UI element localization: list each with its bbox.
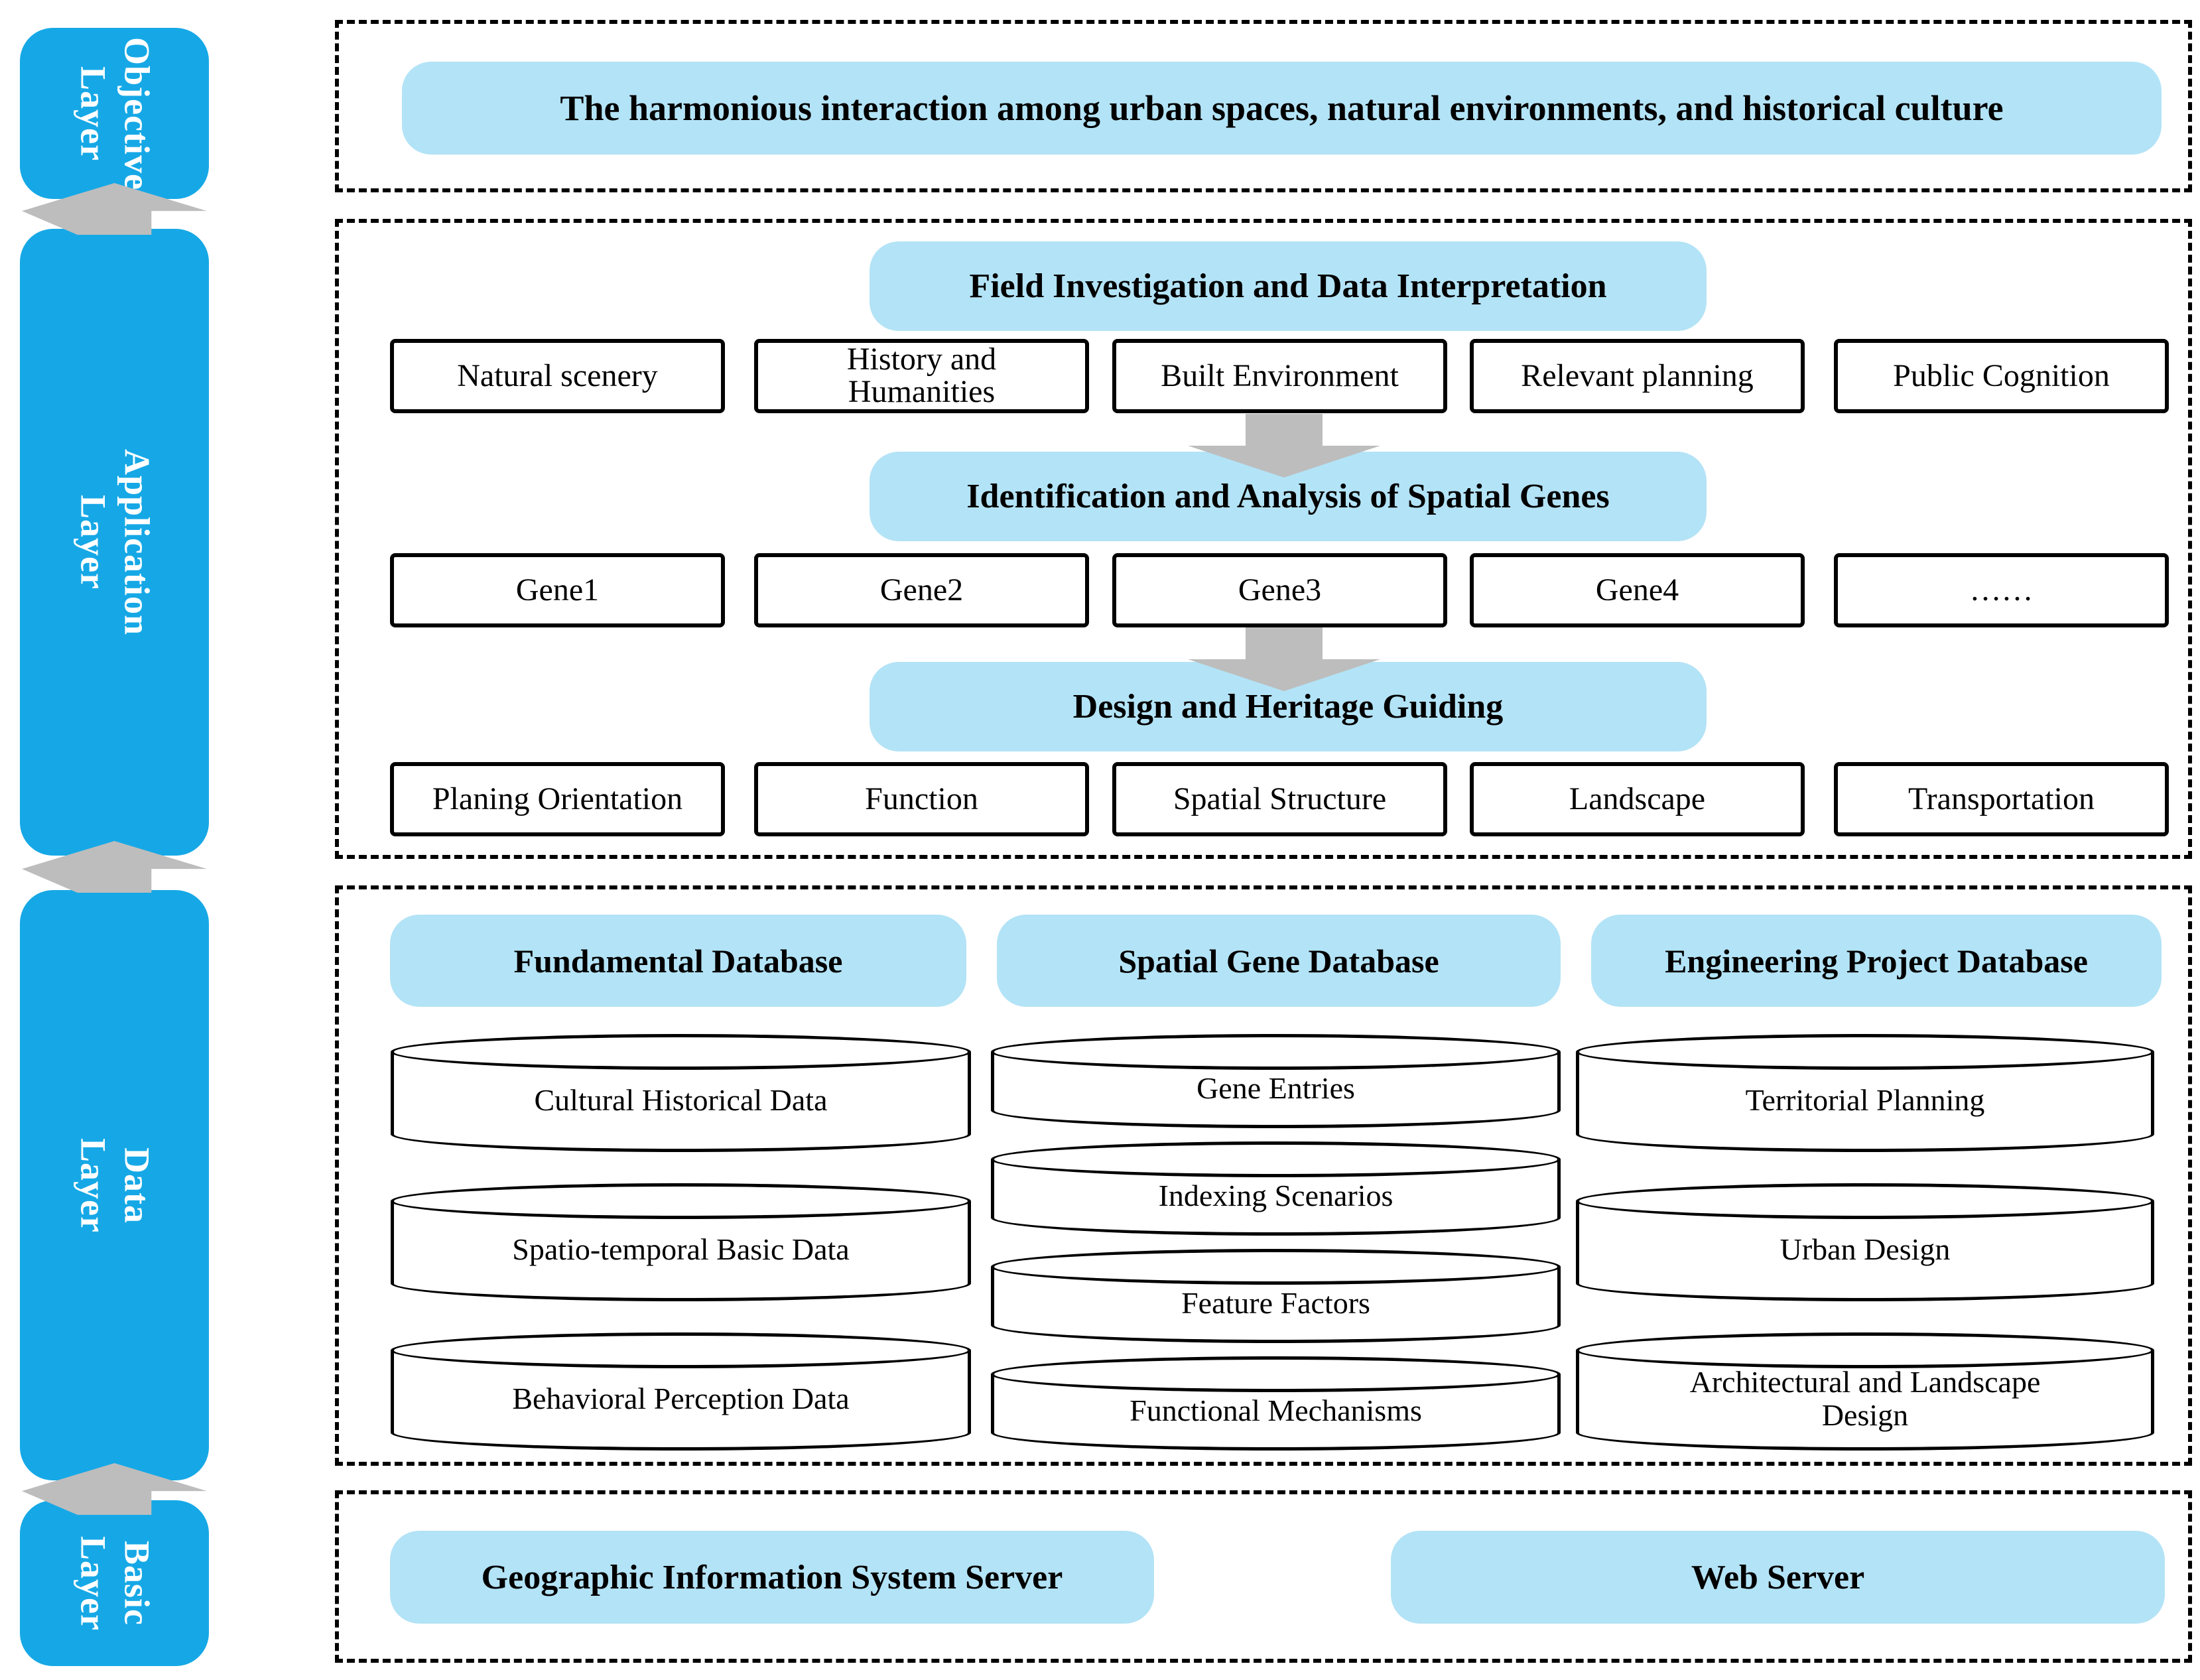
- item-spatial-structure: Spatial Structure: [1112, 762, 1447, 836]
- cylinder-feature-factors: Feature Factors: [991, 1249, 1561, 1343]
- item-natural-scenery: Natural scenery: [390, 339, 725, 413]
- cylinder-urban-design: Urban Design: [1576, 1183, 2154, 1301]
- objective-layer-box: The harmonious interaction among urban s…: [335, 20, 2192, 192]
- sidebar-layer-basic: Basic Layer: [20, 1500, 209, 1666]
- item-transportation: Transportation: [1834, 762, 2169, 836]
- sidebar-layer-application: Application Layer: [20, 229, 209, 856]
- item-gene3: Gene3: [1112, 553, 1447, 627]
- cylinder-spatio-temporal-basic-data: Spatio-temporal Basic Data: [391, 1183, 971, 1301]
- data-layer-label: Data Layer: [73, 1137, 157, 1233]
- cylinder-indexing-scenarios: Indexing Scenarios: [991, 1141, 1561, 1236]
- fundamental-database-cylinders: Cultural Historical Data Spatio-temporal…: [391, 1034, 971, 1451]
- sidebar-layer-data: Data Layer: [20, 890, 209, 1480]
- engineering-project-database-cylinders: Territorial Planning Urban Design Archit…: [1576, 1034, 2154, 1451]
- step-header-field-investigation: Field Investigation and Data Interpretat…: [870, 241, 1707, 331]
- item-history-humanities: History and Humanities: [754, 339, 1089, 413]
- fundamental-database-header: Fundamental Database: [390, 915, 966, 1007]
- cylinder-architectural-landscape-design: Architectural and Landscape Design: [1576, 1332, 2154, 1451]
- item-gene2: Gene2: [754, 553, 1089, 627]
- web-server: Web Server: [1391, 1531, 2165, 1624]
- cylinder-functional-mechanisms: Functional Mechanisms: [991, 1356, 1561, 1451]
- cylinder-behavioral-perception-data: Behavioral Perception Data: [391, 1332, 971, 1451]
- application-layer-box: Field Investigation and Data Interpretat…: [335, 219, 2192, 859]
- data-layer-box: Fundamental Database Spatial Gene Databa…: [335, 885, 2192, 1466]
- spatial-gene-database-header: Spatial Gene Database: [997, 915, 1561, 1007]
- sidebar-layer-objective: Objective Layer: [20, 28, 209, 199]
- item-built-environment: Built Environment: [1112, 339, 1447, 413]
- item-gene4: Gene4: [1470, 553, 1805, 627]
- item-planing-orientation: Planing Orientation: [390, 762, 725, 836]
- step-header-design-heritage: Design and Heritage Guiding: [870, 662, 1707, 751]
- item-relevant-planning: Relevant planning: [1470, 339, 1805, 413]
- item-landscape: Landscape: [1470, 762, 1805, 836]
- objective-layer-label: Objective Layer: [73, 36, 157, 190]
- cylinder-gene-entries: Gene Entries: [991, 1034, 1561, 1128]
- objective-title: The harmonious interaction among urban s…: [402, 62, 2162, 155]
- basic-layer-label: Basic Layer: [73, 1535, 157, 1631]
- item-function: Function: [754, 762, 1089, 836]
- spatial-gene-database-cylinders: Gene Entries Indexing Scenarios Feature …: [991, 1034, 1561, 1451]
- gis-server: Geographic Information System Server: [390, 1531, 1154, 1624]
- application-layer-label: Application Layer: [73, 448, 157, 636]
- item-gene1: Gene1: [390, 553, 725, 627]
- basic-layer-box: Geographic Information System Server Web…: [335, 1490, 2192, 1663]
- item-public-cognition: Public Cognition: [1834, 339, 2169, 413]
- item-gene-ellipsis: ……: [1834, 553, 2169, 627]
- cylinder-territorial-planning: Territorial Planning: [1576, 1034, 2154, 1152]
- cylinder-cultural-historical-data: Cultural Historical Data: [391, 1034, 971, 1152]
- engineering-project-database-header: Engineering Project Database: [1591, 915, 2162, 1007]
